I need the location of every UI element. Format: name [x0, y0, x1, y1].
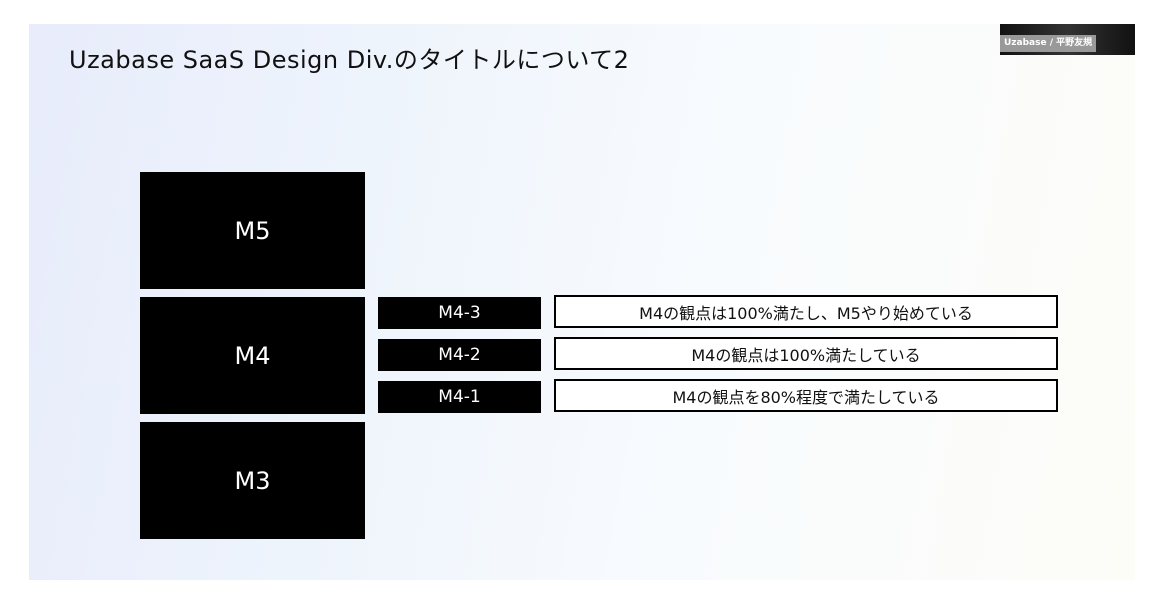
- level-m5-box: M5: [140, 172, 365, 289]
- sublevel-m4-1-description: M4の観点を80%程度で満たしている: [554, 379, 1058, 412]
- sublevel-m4-3: M4-3: [378, 297, 541, 329]
- sublevel-m4-3-description: M4の観点は100%満たし、M5やり始めている: [554, 295, 1058, 328]
- slide: Uzabase SaaS Design Div.のタイトルについて2 M5 M4…: [29, 24, 1135, 580]
- level-m3-box: M3: [140, 422, 365, 539]
- slide-title: Uzabase SaaS Design Div.のタイトルについて2: [69, 46, 630, 74]
- sublevel-m4-2-description: M4の観点は100%満たしている: [554, 337, 1058, 370]
- speaker-name-label: Uzabase / 平野友規: [1000, 35, 1097, 52]
- level-m4-box: M4: [140, 297, 365, 414]
- sublevel-m4-2: M4-2: [378, 339, 541, 371]
- sublevel-m4-1: M4-1: [378, 381, 541, 413]
- speaker-video-thumbnail: Uzabase / 平野友規: [1000, 24, 1135, 55]
